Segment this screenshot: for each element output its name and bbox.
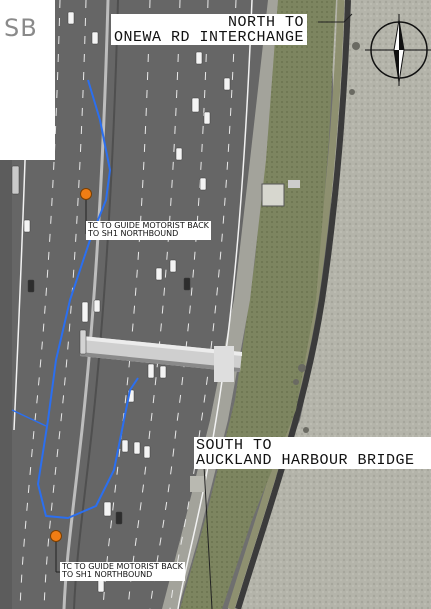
north-label-line-1: NORTH TO [228, 14, 305, 31]
building [190, 476, 206, 492]
direction-label: SB [4, 14, 38, 42]
tc-marker-south [50, 530, 62, 573]
vehicles [11, 11, 231, 593]
tc-note-line: TC TO GUIDE MOTORIST BACK [88, 221, 209, 230]
north-destination-label: NORTH TO ONEWA RD INTERCHANGE [111, 14, 308, 46]
coastal-path [235, 0, 351, 609]
lane-markings [19, 0, 237, 609]
building [261, 183, 285, 207]
north-label-line-2: ONEWA RD INTERCHANGE [114, 29, 305, 46]
tc-note-line: TC TO GUIDE MOTORIST BACK [62, 562, 183, 571]
south-label-leader [203, 465, 213, 609]
detour-route-line [37, 79, 139, 519]
tc-note-south: TC TO GUIDE MOTORIST BACK TO SH1 NORTHBO… [60, 562, 185, 581]
south-label-line-1: SOUTH TO [196, 437, 273, 454]
road-verge [180, 0, 336, 609]
tc-note-line: TO SH1 NORTHBOUND [62, 570, 153, 580]
south-label-line-2: AUCKLAND HARBOUR BRIDGE [196, 452, 415, 469]
south-destination-label: SOUTH TO AUCKLAND HARBOUR BRIDGE [194, 437, 431, 469]
motorway-surface [0, 0, 268, 609]
north-arrow-compass-icon [365, 14, 431, 86]
median-barrier [62, 0, 110, 609]
tc-note-line: TO SH1 NORTHBOUND [88, 229, 179, 239]
direction-panel: SB [0, 0, 55, 160]
pedestrian-overbridge [80, 336, 242, 382]
tc-note-north: TC TO GUIDE MOTORIST BACK TO SH1 NORTHBO… [86, 221, 211, 240]
north-label-leader [318, 13, 353, 23]
